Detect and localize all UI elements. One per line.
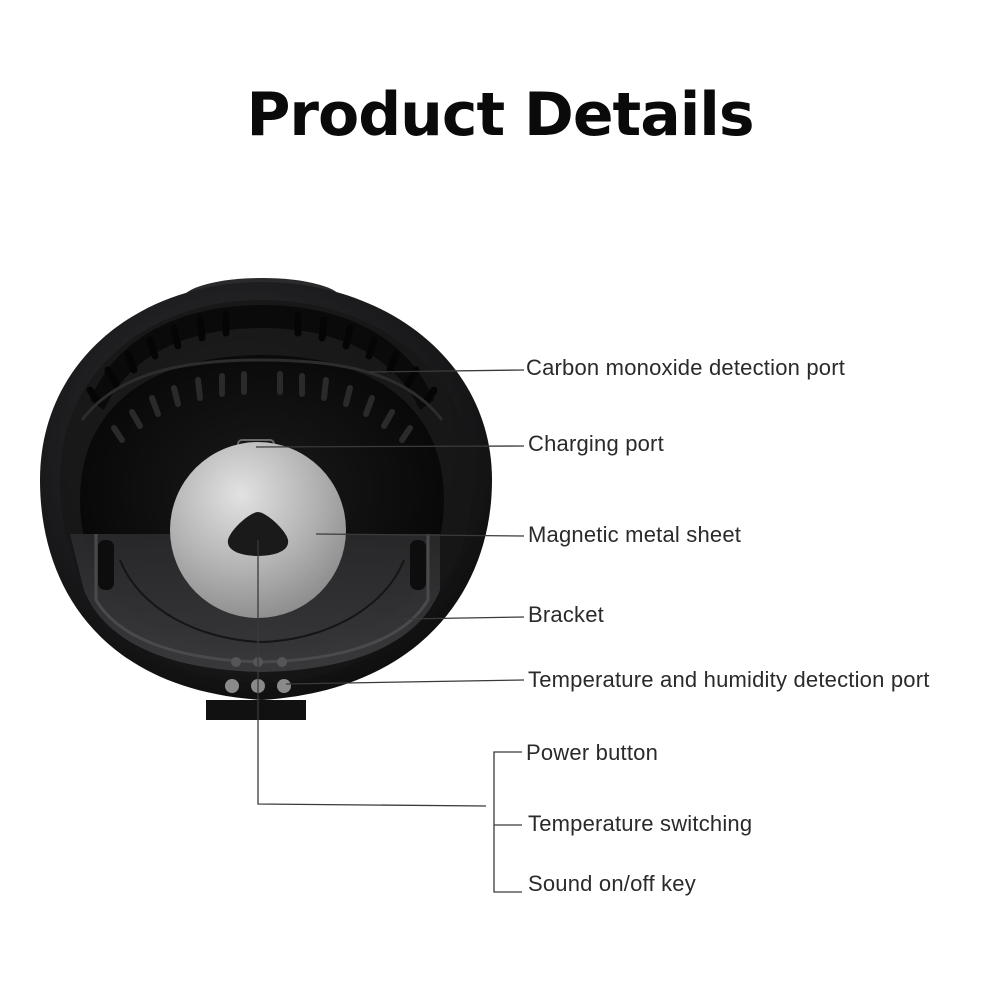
page-title: Product Details	[246, 80, 754, 150]
inner-vent-slots	[111, 371, 413, 443]
label-power-button: Power button	[526, 740, 659, 765]
label-bracket: Bracket	[528, 602, 604, 627]
magnetic-metal-sheet	[170, 442, 346, 618]
label-temperature-switching: Temperature switching	[528, 811, 753, 836]
label-charging-port: Charging port	[528, 431, 664, 456]
label-temp-humidity-port: Temperature and humidity detection port	[528, 667, 930, 692]
co-vent-slots	[86, 311, 438, 406]
leader-lines	[255, 369, 525, 893]
label-sound-key: Sound on/off key	[528, 871, 696, 896]
label-magnetic-metal-sheet: Magnetic metal sheet	[528, 522, 742, 547]
label-co-detection-port: Carbon monoxide detection port	[526, 355, 846, 380]
